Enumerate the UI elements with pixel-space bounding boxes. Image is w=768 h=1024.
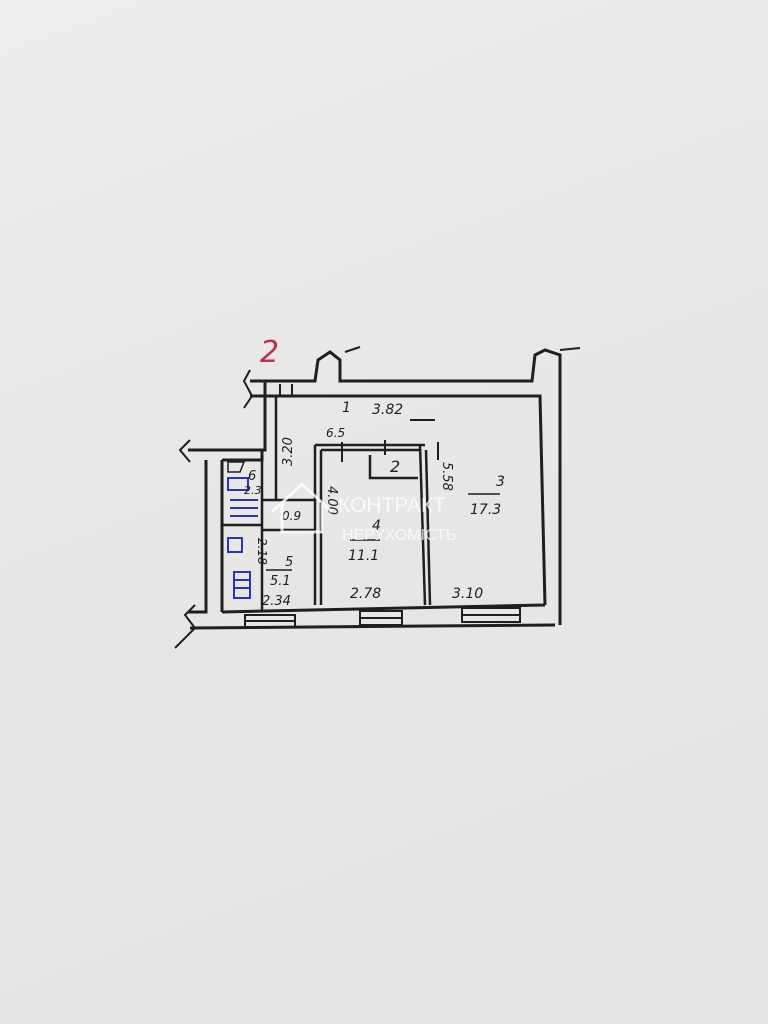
room-4-width: 2.78 xyxy=(350,586,381,602)
sanitary-fixtures xyxy=(227,477,258,599)
sink-icon xyxy=(227,537,243,553)
room-3-width: 3.10 xyxy=(452,586,483,602)
room-2-number: 2 xyxy=(390,457,400,476)
watermark: КОНТРАКТ НЕРУХОМІСТЬ xyxy=(270,481,456,544)
outer-walls xyxy=(188,348,562,630)
room-1-width: 3.82 xyxy=(372,402,403,418)
room-3-number: 3 xyxy=(496,474,505,490)
room-4-area: 11.1 xyxy=(348,548,379,564)
room-3-area: 17.3 xyxy=(470,502,501,518)
interior-walls xyxy=(222,396,432,612)
door-marks xyxy=(279,384,439,462)
room-6-number: 6 xyxy=(248,469,256,484)
room-5-width: 2.34 xyxy=(262,594,291,609)
room-5-area: 5.1 xyxy=(270,574,291,589)
room-1-number: 1 xyxy=(342,400,351,416)
room-5-number: 5 xyxy=(285,555,293,570)
room-1-length: 3.20 xyxy=(281,437,296,466)
room-6-area: 0.9 xyxy=(282,509,301,523)
tub-icon xyxy=(230,499,258,517)
toilet-icon xyxy=(227,477,249,491)
windows xyxy=(244,607,521,628)
watermark-line-1: КОНТРАКТ xyxy=(338,494,446,517)
wall-breaks xyxy=(174,346,581,649)
sheet-mark: 2 xyxy=(260,335,279,370)
stove-icon xyxy=(233,571,251,599)
room-3-length: 5.58 xyxy=(439,462,454,491)
house-logo-icon xyxy=(270,481,334,534)
room-1-area: 6.5 xyxy=(326,426,345,440)
watermark-line-2: НЕРУХОМІСТЬ xyxy=(342,527,456,544)
toilet-seat-icon xyxy=(227,461,246,473)
room-6-length: 2.3 xyxy=(244,484,262,497)
room-4-number: 4 xyxy=(372,518,381,534)
room-5-length: 2.18 xyxy=(255,538,269,565)
